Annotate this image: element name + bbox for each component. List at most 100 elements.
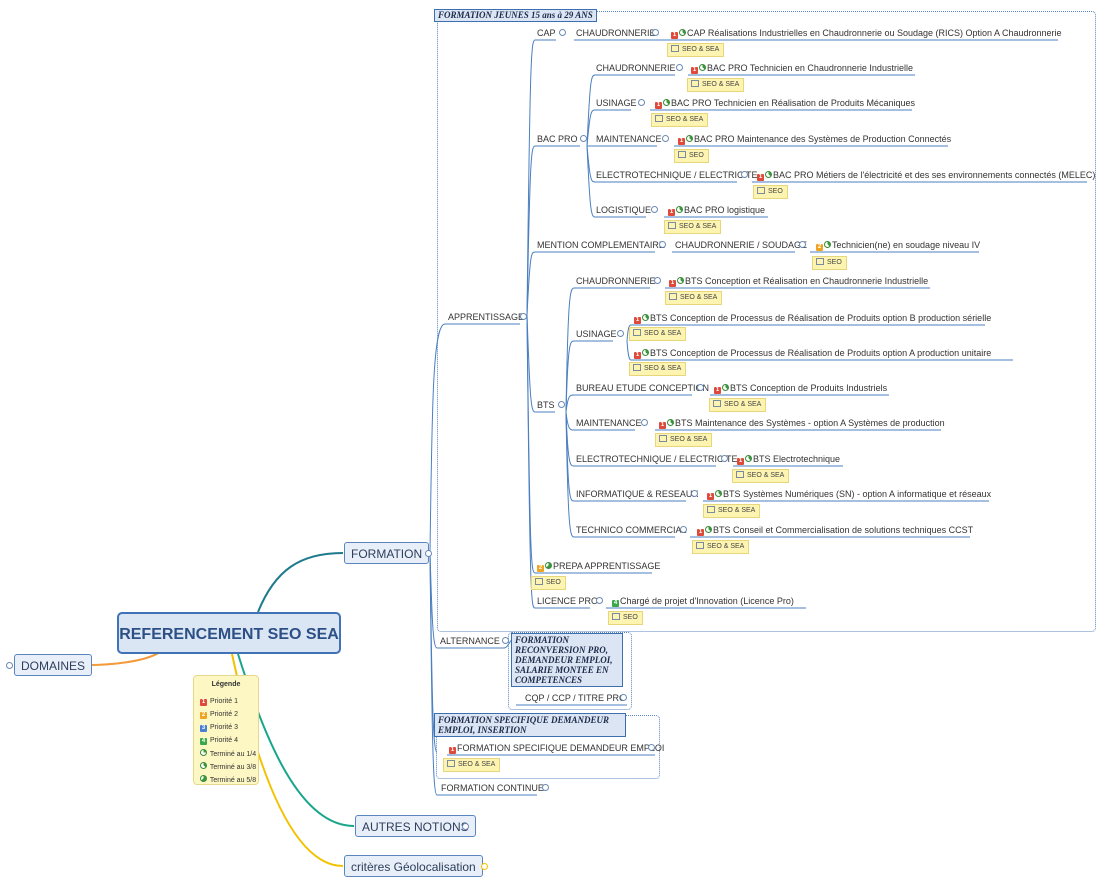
note-seo-sea[interactable]: SEO & SEA [665, 291, 723, 305]
node-mention-complementaire[interactable]: MENTION COMPLEMENTAIRE [537, 240, 665, 250]
collapse-bts[interactable] [558, 401, 565, 408]
expand-specifique[interactable] [648, 744, 655, 751]
note-seo-sea[interactable]: SEO & SEA [732, 469, 790, 483]
node-bts-informatique[interactable]: INFORMATIQUE & RESEAUX [576, 489, 699, 499]
note-seo-sea[interactable]: SEO & SEA [655, 433, 713, 447]
node-bp-logistique[interactable]: LOGISTIQUE [596, 205, 652, 215]
node-bts-usinage[interactable]: USINAGE [576, 329, 617, 339]
collapse-bts-technico[interactable] [680, 526, 687, 533]
note-seo[interactable]: SEO [753, 185, 788, 199]
node-bp-usinage[interactable]: USINAGE [596, 98, 637, 108]
topic-formation[interactable]: FORMATION [344, 542, 430, 564]
note-seo-sea[interactable]: SEO & SEA [629, 327, 687, 341]
node-licence-pro[interactable]: LICENCE PRO [537, 596, 599, 606]
collapse-mc-chaudronnerie[interactable] [799, 241, 806, 248]
note-text: SEO & SEA [644, 365, 682, 372]
collapse-bp-electrotechnique[interactable] [741, 171, 748, 178]
note-seo-sea[interactable]: SEO & SEA [651, 113, 709, 127]
node-bts-electrotechnique[interactable]: ELECTROTECHNIQUE / ELECTRICITE [576, 454, 738, 464]
expand-domaines[interactable] [6, 662, 13, 669]
node-bts[interactable]: BTS [537, 400, 555, 410]
note-icon [691, 80, 699, 87]
collapse-bts-electrotechnique[interactable] [721, 455, 728, 462]
node-bac-pro[interactable]: BAC PRO [537, 134, 578, 144]
collapse-bts-bureau[interactable] [697, 384, 704, 391]
collapse-bp-maintenance[interactable] [662, 135, 669, 142]
node-cqp-ccp-titre-pro[interactable]: CQP / CCP / TITRE PRO [525, 693, 627, 703]
expand-geolocalisation[interactable] [481, 863, 488, 870]
collapse-cap-chaudronnerie[interactable] [652, 29, 659, 36]
collapse-bp-usinage[interactable] [638, 99, 645, 106]
central-topic[interactable]: REFERENCEMENT SEO SEA [117, 612, 341, 654]
node-bp-electrotechnique[interactable]: ELECTROTECHNIQUE / ELECTRICITE [596, 170, 758, 180]
topic-domaines[interactable]: DOMAINES [14, 654, 93, 676]
note-seo[interactable]: SEO [674, 149, 709, 163]
note-seo[interactable]: SEO [608, 611, 643, 625]
collapse-bts-chaudronnerie[interactable] [654, 277, 661, 284]
node-formation-continue[interactable]: FORMATION CONTINUE [441, 783, 544, 793]
node-bts-maintenance[interactable]: MAINTENANCE [576, 418, 642, 428]
note-seo-sea[interactable]: SEO & SEA [664, 220, 722, 234]
note-seo-sea[interactable]: SEO & SEA [629, 362, 687, 376]
collapse-bts-informatique[interactable] [691, 490, 698, 497]
node-alternance[interactable]: ALTERNANCE [440, 636, 500, 646]
collapse-bac-pro[interactable] [580, 135, 587, 142]
collapse-mention[interactable] [659, 241, 666, 248]
note-seo-sea[interactable]: SEO & SEA [667, 43, 725, 57]
node-bts-bureau-etude[interactable]: BUREAU ETUDE CONCEPTION [576, 383, 710, 393]
node-bp-maintenance[interactable]: MAINTENANCE [596, 134, 662, 144]
node-bts-technico-commercial[interactable]: TECHNICO COMMERCIAL [576, 525, 687, 535]
priority-1-icon: 1 [655, 102, 662, 109]
expand-cqp[interactable] [620, 694, 627, 701]
collapse-licence[interactable] [596, 597, 603, 604]
node-bp-chaudronnerie[interactable]: CHAUDRONNERIE [596, 63, 676, 73]
collapse-bts-maintenance[interactable] [641, 419, 648, 426]
collapse-bp-logistique[interactable] [651, 206, 658, 213]
collapse-cap[interactable] [559, 29, 566, 36]
leaf-label: Technicien(ne) en soudage niveau IV [832, 240, 981, 250]
node-cap-chaudronnerie[interactable]: CHAUDRONNERIE [576, 28, 656, 38]
collapse-apprentissage[interactable] [520, 313, 527, 320]
collapse-bts-usinage[interactable] [617, 330, 624, 337]
collapse-bp-chaudronnerie[interactable] [676, 64, 683, 71]
collapse-formation[interactable] [425, 550, 432, 557]
note-seo[interactable]: SEO [531, 576, 566, 590]
note-seo[interactable]: SEO [812, 256, 847, 270]
node-bts-chaudronnerie[interactable]: CHAUDRONNERIE [576, 276, 656, 286]
node-cap[interactable]: CAP [537, 28, 556, 38]
node-apprentissage[interactable]: APPRENTISSAGE [448, 312, 525, 322]
topic-autres-notions[interactable]: AUTRES NOTIONS [355, 815, 476, 837]
expand-autres-notions[interactable] [462, 823, 469, 830]
progress-3-8-icon [765, 171, 772, 178]
note-seo-sea[interactable]: SEO & SEA [687, 78, 745, 92]
collapse-alternance[interactable] [502, 637, 509, 644]
note-seo-sea[interactable]: SEO & SEA [443, 758, 501, 772]
note-seo-sea[interactable]: SEO & SEA [692, 540, 750, 554]
node-mc-chaudronnerie-soudage[interactable]: CHAUDRONNERIE / SOUDAGE [675, 240, 808, 250]
note-seo-sea[interactable]: SEO & SEA [703, 504, 761, 518]
expand-formation-continue[interactable] [542, 784, 549, 791]
topic-geolocalisation[interactable]: critères Géolocalisation [344, 855, 483, 877]
note-seo-sea[interactable]: SEO & SEA [709, 398, 767, 412]
note-text: SEO & SEA [747, 472, 785, 479]
legend-label: Terminé au 5/8 [209, 777, 257, 784]
